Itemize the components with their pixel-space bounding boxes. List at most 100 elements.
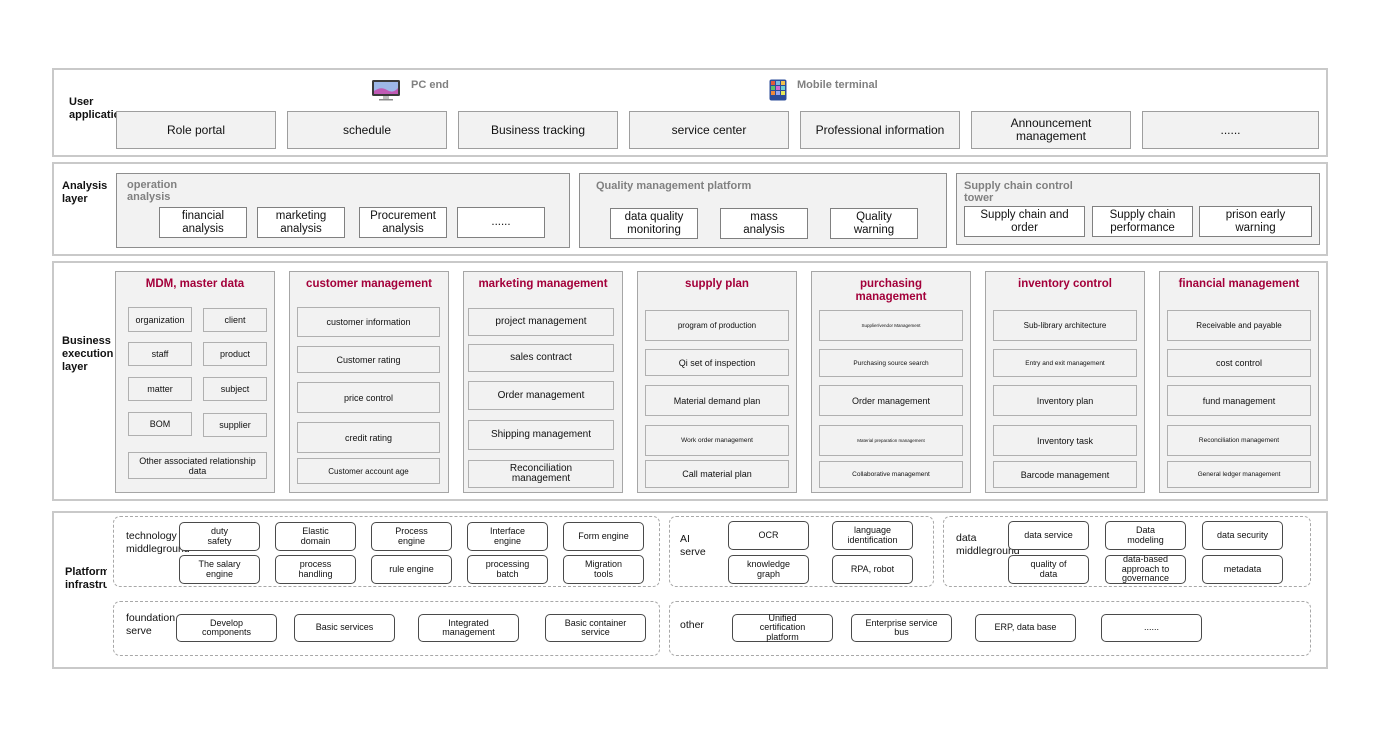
customer-account-age: Customer account age [297,458,440,484]
collaborative-management: Collaborative management [819,461,963,488]
purchasing-management-column [811,271,971,493]
develop-components: Develop components [176,614,277,642]
ocr: OCR [728,521,809,550]
data-quality-monitoring-box: data quality monitoring [610,208,698,239]
more-other-services: ...... [1101,614,1202,642]
platform-infrastructure-label: Platform infrastructure [65,566,107,591]
mdm-supplier: supplier [203,413,267,437]
supply-plan-title: supply plan [685,278,749,290]
analysis-layer-label: Analysis layer [62,180,108,205]
data-middleground-label: data middleground [956,532,1020,557]
data-security: data security [1202,521,1283,550]
ai-serve-group [669,516,934,587]
mobile-phone-icon [769,79,787,106]
marketing-order-management: Order management [468,381,614,410]
business-execution-label: Business execution layer [62,335,114,373]
other-label: other [680,619,704,631]
announcement-management-box: Announcement management [971,111,1131,149]
data-modeling: Data modeling [1105,521,1186,550]
erp-data-base: ERP, data base [975,614,1076,642]
financial-reconciliation-management: Reconciliation management [1167,425,1311,456]
foundation-serve-label: foundation serve [126,612,176,637]
process-handling: process handling [275,555,356,584]
platform-infrastructure-layer [52,511,1328,669]
integrated-management: Integrated management [418,614,519,642]
business-execution-layer [52,261,1328,501]
supply-chain-order-box: Supply chain and order [964,206,1085,237]
supply-plan-column [637,271,797,493]
analysis-layer [52,162,1328,256]
purchasing-source-search: Purchasing source search [819,349,963,377]
process-engine: Process engine [371,522,452,551]
marketing-analysis-box: marketing analysis [257,207,345,238]
quality-platform-title: Quality management platform [596,180,752,192]
interface-engine: Interface engine [467,522,548,551]
professional-information-box: Professional information [800,111,960,149]
marketing-management-title: marketing management [478,278,608,290]
quality-of-data: quality of data [1008,555,1089,584]
rpa-robot: RPA, robot [832,555,913,584]
salary-engine: The salary engine [179,555,260,584]
mdm-title: MDM, master data [145,278,245,290]
receivable-payable: Receivable and payable [1167,310,1311,341]
data-governance: data-based approach to governance [1105,555,1186,584]
technology-middleground-label: technology middleground [126,530,190,555]
mdm-organization: organization [128,307,192,332]
role-portal-box: Role portal [116,111,276,149]
shipping-management: Shipping management [468,420,614,450]
basic-container-service: Basic container service [545,614,646,642]
purchasing-management-title: purchasing management [855,278,927,303]
operation-analysis-title: operation analysis [127,179,178,203]
elastic-domain: Elastic domain [275,522,356,551]
sub-library-architecture: Sub-library architecture [993,310,1137,341]
language-identification: language identification [832,521,913,550]
more-operation-analysis-box: ...... [457,207,545,238]
supply-chain-performance-box: Supply chain performance [1092,206,1193,237]
data-service: data service [1008,521,1089,550]
technology-middleground-group [113,516,660,587]
customer-management-title: customer management [306,278,432,290]
barcode-management: Barcode management [993,461,1137,488]
material-preparation-management: Material preparation management [819,425,963,456]
mdm-bom: BOM [128,412,192,436]
project-management: project management [468,308,614,336]
mass-analysis-box: mass analysis [720,208,808,239]
user-application-label: User application [69,96,117,121]
financial-analysis-box: financial analysis [159,207,247,238]
more-user-apps-box: ...... [1142,111,1319,149]
financial-management-column [1159,271,1319,493]
cost-control: cost control [1167,349,1311,377]
sales-contract: sales contract [468,344,614,372]
supplier-vendor-management: Supplier/vendor Management [819,310,963,341]
inventory-task: Inventory task [993,425,1137,456]
business-tracking-box: Business tracking [458,111,618,149]
financial-management-title: financial management [1178,278,1300,290]
enterprise-service-bus: Enterprise service bus [851,614,952,642]
work-order-management: Work order management [645,425,789,456]
rule-engine: rule engine [371,555,452,584]
general-ledger-management: General ledger management [1167,461,1311,488]
desktop-monitor-icon [371,79,401,106]
duty-safety: duty safety [179,522,260,551]
migration-tools: Migration tools [563,555,644,584]
inventory-plan: Inventory plan [993,385,1137,416]
ai-serve-label: AI serve [680,533,706,558]
user-application-layer [52,68,1328,157]
form-engine: Form engine [563,522,644,551]
mdm-staff: staff [128,342,192,366]
mdm-matter: matter [128,377,192,401]
marketing-reconciliation-management: Reconciliation management [468,460,614,488]
mdm-product: product [203,342,267,366]
mobile-terminal-label: Mobile terminal [797,79,878,91]
metadata: metadata [1202,555,1283,584]
inventory-control-column [985,271,1145,493]
data-middleground-group [943,516,1311,587]
mdm-client: client [203,308,267,332]
procurement-analysis-box: Procurement analysis [359,207,447,238]
fund-management: fund management [1167,385,1311,416]
program-of-production: program of production [645,310,789,341]
entry-exit-management: Entry and exit management [993,349,1137,377]
mdm-other-relationship: Other associated relationship data [128,452,267,479]
supply-chain-tower-title: Supply chain control tower [964,180,1073,204]
credit-rating: credit rating [297,422,440,453]
